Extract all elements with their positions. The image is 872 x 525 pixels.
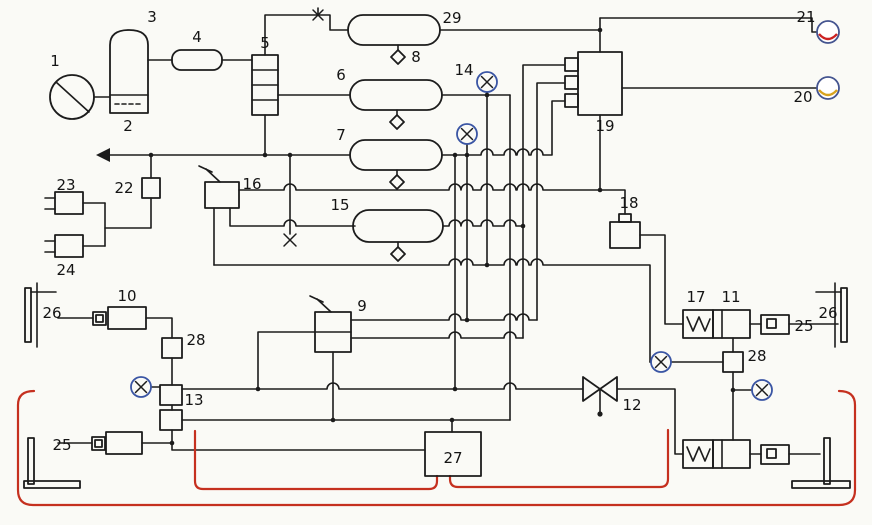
spring-brake-chamber-top-17-11	[682, 309, 751, 339]
label-26-right: 26	[818, 304, 837, 322]
wheel-brake-bottom-right	[791, 437, 851, 489]
label-6: 6	[336, 66, 346, 84]
label-18: 18	[619, 194, 638, 212]
component-3-air-dryer	[109, 29, 149, 114]
component-18-relay-valve	[609, 213, 641, 249]
tank-15	[352, 209, 444, 243]
label-15: 15	[330, 196, 349, 214]
test-port-right-icon	[650, 351, 672, 373]
test-port-left-icon	[130, 376, 152, 398]
tank-6	[349, 79, 443, 111]
label-29: 29	[442, 9, 461, 27]
label-25-left: 25	[52, 436, 71, 454]
label-3: 3	[147, 8, 157, 26]
label-1: 1	[50, 52, 60, 70]
label-28-left: 28	[186, 331, 205, 349]
component-13-valve-block	[159, 384, 183, 431]
component-5-four-circuit-valve	[251, 54, 279, 116]
tank-29	[347, 14, 441, 46]
component-25-right-top	[760, 314, 790, 335]
test-port-14-icon	[476, 71, 498, 93]
junction-dots	[148, 27, 736, 446]
component-25-left-chamber	[91, 431, 143, 455]
component-4-silencer	[171, 49, 223, 71]
component-22-valve	[141, 177, 161, 199]
test-port-tank7-icon	[456, 123, 478, 145]
component-28-left	[161, 337, 183, 359]
component-24-pressure-sensor	[44, 234, 84, 258]
label-7: 7	[336, 126, 346, 144]
component-25-right-bottom	[760, 444, 790, 465]
drain-valve-tank7	[389, 169, 405, 190]
drain-valve-tank15	[390, 241, 406, 262]
component-19-trailer-valve	[564, 51, 623, 116]
label-19: 19	[595, 117, 614, 135]
drain-valve-8	[390, 44, 406, 65]
wheel-brake-top-left-26	[24, 282, 57, 348]
label-20: 20	[793, 88, 812, 106]
label-13: 13	[184, 391, 203, 409]
label-16: 16	[242, 175, 261, 193]
test-port-lower-right-icon	[751, 379, 773, 401]
component-9-foot-brake-valve	[309, 295, 352, 353]
wheel-brake-top-right-26	[815, 282, 848, 348]
label-17: 17	[686, 288, 705, 306]
air-tanks	[347, 14, 444, 262]
label-21: 21	[796, 8, 815, 26]
pneumatic-lines	[57, 7, 839, 455]
tank-7	[349, 139, 443, 171]
label-22: 22	[114, 179, 133, 197]
wheel-brake-bottom-left	[23, 437, 81, 489]
exhaust-arrow	[96, 148, 110, 162]
component-28-right	[722, 351, 744, 373]
label-2: 2	[123, 117, 133, 135]
label-23: 23	[56, 176, 75, 194]
component-12-control-valve	[582, 376, 618, 402]
label-11: 11	[721, 288, 740, 306]
spring-brake-chamber-bottom	[682, 439, 751, 469]
component-1-compressor	[49, 74, 95, 120]
component-10-front-brake-chamber	[92, 306, 147, 330]
component-27-rear-axle-unit	[424, 431, 482, 477]
label-14: 14	[454, 61, 473, 79]
label-28-right: 28	[747, 347, 766, 365]
label-24: 24	[56, 261, 75, 279]
label-5: 5	[260, 34, 270, 52]
drain-valve-tank6	[389, 109, 405, 130]
label-27: 27	[443, 449, 462, 467]
coupling-head-21	[816, 20, 840, 44]
component-16-hand-brake-valve	[198, 165, 240, 209]
label-8: 8	[411, 48, 421, 66]
label-9: 9	[357, 297, 367, 315]
label-12: 12	[622, 396, 641, 414]
component-23-pressure-sensor	[44, 191, 84, 215]
red-brake-lines	[16, 389, 857, 507]
label-4: 4	[192, 28, 202, 46]
label-25-right: 25	[794, 317, 813, 335]
label-26-left: 26	[42, 304, 61, 322]
component-labels: 1 2 3 4 5 6 7 8 9 10 11 12 13 14 15 16 1…	[42, 8, 837, 467]
label-10: 10	[117, 287, 136, 305]
coupling-head-20	[816, 76, 840, 100]
